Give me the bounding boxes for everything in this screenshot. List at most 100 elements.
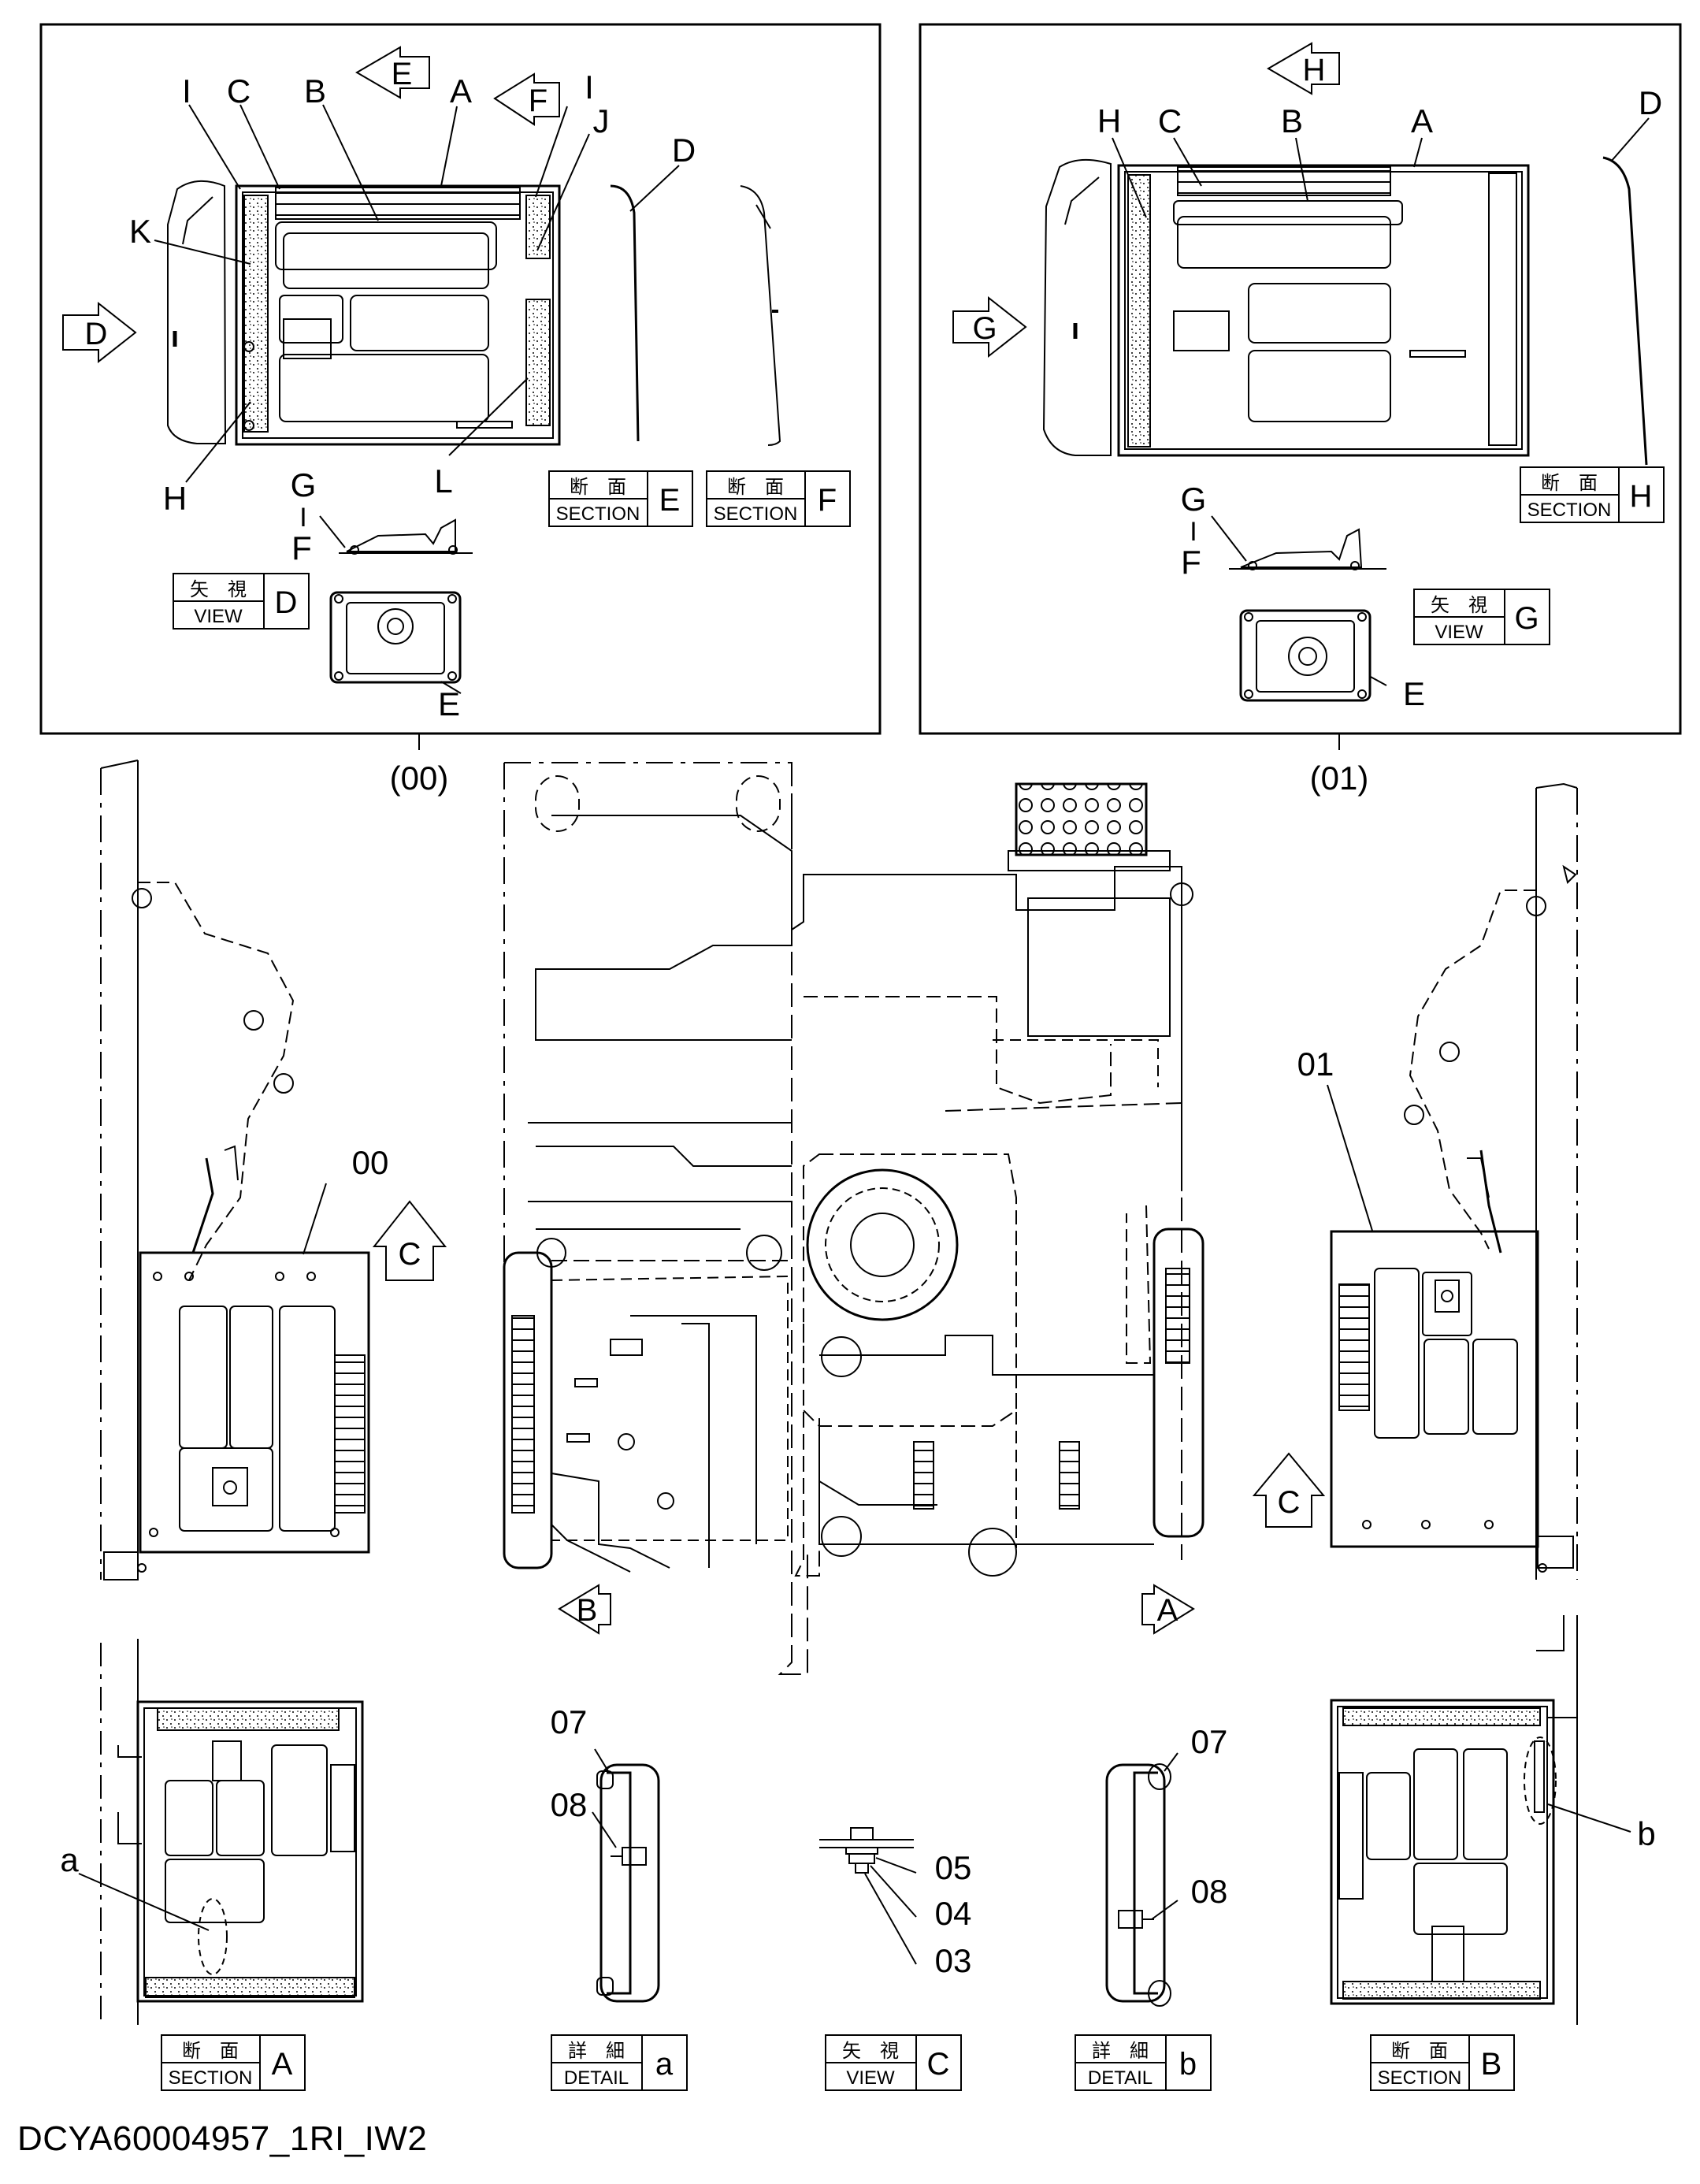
right-side-view [1330, 782, 1578, 1580]
inset-01-panel [1117, 164, 1530, 457]
callout-d: D [672, 132, 696, 169]
view-markers [62, 42, 1340, 1635]
title-box-en: SECTION [556, 503, 640, 525]
view-marker-c: C [1278, 1485, 1301, 1520]
callout-a: A [1411, 102, 1433, 139]
callout-k: K [129, 213, 151, 250]
callout-labels: I C B A I J D K H L G I F E H C B A D G … [60, 69, 1662, 1979]
callout-i: I [182, 72, 191, 110]
title-box-jp: 矢 視 [1431, 594, 1487, 616]
title-box-frames [161, 466, 1665, 2091]
title-box-en: VIEW [1435, 622, 1483, 643]
view-marker-c: C [399, 1237, 421, 1272]
callout-07: 07 [551, 1703, 588, 1740]
inset-tag-00: (00) [390, 760, 449, 797]
callout-i: I [299, 503, 306, 533]
title-box-en: VIEW [846, 2067, 895, 2089]
callout-d: D [1639, 84, 1662, 121]
inset-01-cover-d [1602, 156, 1648, 466]
title-box-jp: 断 面 [1391, 2040, 1448, 2062]
title-box-letter: D [275, 585, 298, 620]
callout-g: G [291, 466, 317, 503]
callout-da: a [60, 1841, 79, 1878]
title-box-letter: A [272, 2047, 293, 2082]
inset-00-latch-side [339, 518, 473, 555]
title-box-letter: G [1514, 601, 1539, 636]
callout-i: I [1190, 517, 1197, 547]
callout-00: 00 [352, 1144, 389, 1181]
title-box-en: SECTION [1378, 2067, 1462, 2089]
inset-01-latch-side [1229, 528, 1386, 570]
title-box-jp: 詳 細 [568, 2040, 625, 2062]
callout-04: 04 [935, 1895, 972, 1932]
view-marker-d: D [85, 317, 108, 351]
callout-f: F [291, 529, 312, 566]
view-marker-f: F [529, 84, 547, 118]
detail-b-drawing [1105, 1763, 1171, 2007]
callout-i: I [585, 69, 594, 106]
inset-00-panel [235, 184, 561, 446]
callout-08: 08 [551, 1786, 588, 1823]
title-box-en: VIEW [194, 606, 243, 627]
title-box-letter: a [655, 2047, 674, 2082]
title-box-letter: B [1481, 2047, 1502, 2082]
detail-a-drawing [596, 1763, 660, 2003]
left-side-view [100, 760, 370, 1580]
title-box-en: SECTION [169, 2067, 253, 2089]
callout-07: 07 [1191, 1723, 1228, 1760]
title-box-jp: 断 面 [1541, 472, 1598, 494]
callout-f: F [1181, 544, 1201, 581]
view-c-drawing [819, 1827, 914, 1874]
callout-l: L [434, 462, 452, 500]
title-box-en: SECTION [714, 503, 798, 525]
callout-e: E [438, 685, 460, 722]
inset-00-cover-d [610, 184, 640, 442]
title-box-jp: 矢 視 [842, 2040, 899, 2062]
callout-e: E [1403, 675, 1425, 712]
section-b-drawing [1330, 1615, 1578, 2025]
view-marker-letters: E F D H G C C B A [85, 53, 1326, 1628]
title-box-letter: C [927, 2047, 950, 2082]
document-id: DCYA60004957_1RI_IW2 [17, 2119, 428, 2158]
inset-00-side-left [167, 180, 227, 444]
inset-01-latch-front [1239, 609, 1372, 702]
callout-h: H [163, 480, 187, 517]
title-box-jp: 断 面 [182, 2040, 239, 2062]
title-box-en: DETAIL [1088, 2067, 1153, 2089]
view-marker-b: B [577, 1593, 598, 1628]
callout-c: C [1158, 102, 1182, 139]
callout-j: J [593, 102, 610, 139]
callout-08: 08 [1191, 1873, 1228, 1910]
title-box-jp: 断 面 [570, 476, 626, 498]
view-marker-a: A [1157, 1593, 1178, 1628]
inset-00-latch-front [329, 591, 462, 684]
title-box-en: SECTION [1527, 500, 1612, 521]
callout-b: B [304, 72, 326, 110]
title-box-jp: 詳 細 [1092, 2040, 1149, 2062]
inset-01-frame [919, 23, 1682, 735]
title-box-en: DETAIL [564, 2067, 629, 2089]
inset-00-cover-end [740, 185, 781, 446]
section-a-drawing [100, 1639, 364, 2025]
inset-tag-01: (01) [1310, 760, 1369, 797]
view-marker-h: H [1303, 53, 1326, 87]
callout-h: H [1097, 102, 1121, 139]
view-marker-e: E [392, 57, 413, 91]
callout-db: b [1637, 1815, 1655, 1852]
callout-g: G [1181, 481, 1207, 518]
callout-a: A [450, 72, 472, 110]
title-box-texts: 断 面 SECTION E 断 面 SECTION F 矢 視 VIEW D 断… [169, 472, 1653, 2089]
view-marker-g: G [972, 311, 997, 346]
title-box-jp: 矢 視 [190, 578, 247, 600]
title-box-letter: H [1630, 479, 1653, 514]
title-box-jp: 断 面 [727, 476, 784, 498]
callout-c: C [227, 72, 251, 110]
center-top-view [503, 762, 1204, 1675]
title-box-letter: b [1179, 2047, 1197, 2082]
title-box-letter: E [659, 483, 681, 518]
inset-01-side-left [1042, 158, 1112, 456]
title-box-letter: F [818, 483, 837, 518]
leader-lines [78, 104, 1650, 1965]
callout-01: 01 [1297, 1046, 1334, 1083]
